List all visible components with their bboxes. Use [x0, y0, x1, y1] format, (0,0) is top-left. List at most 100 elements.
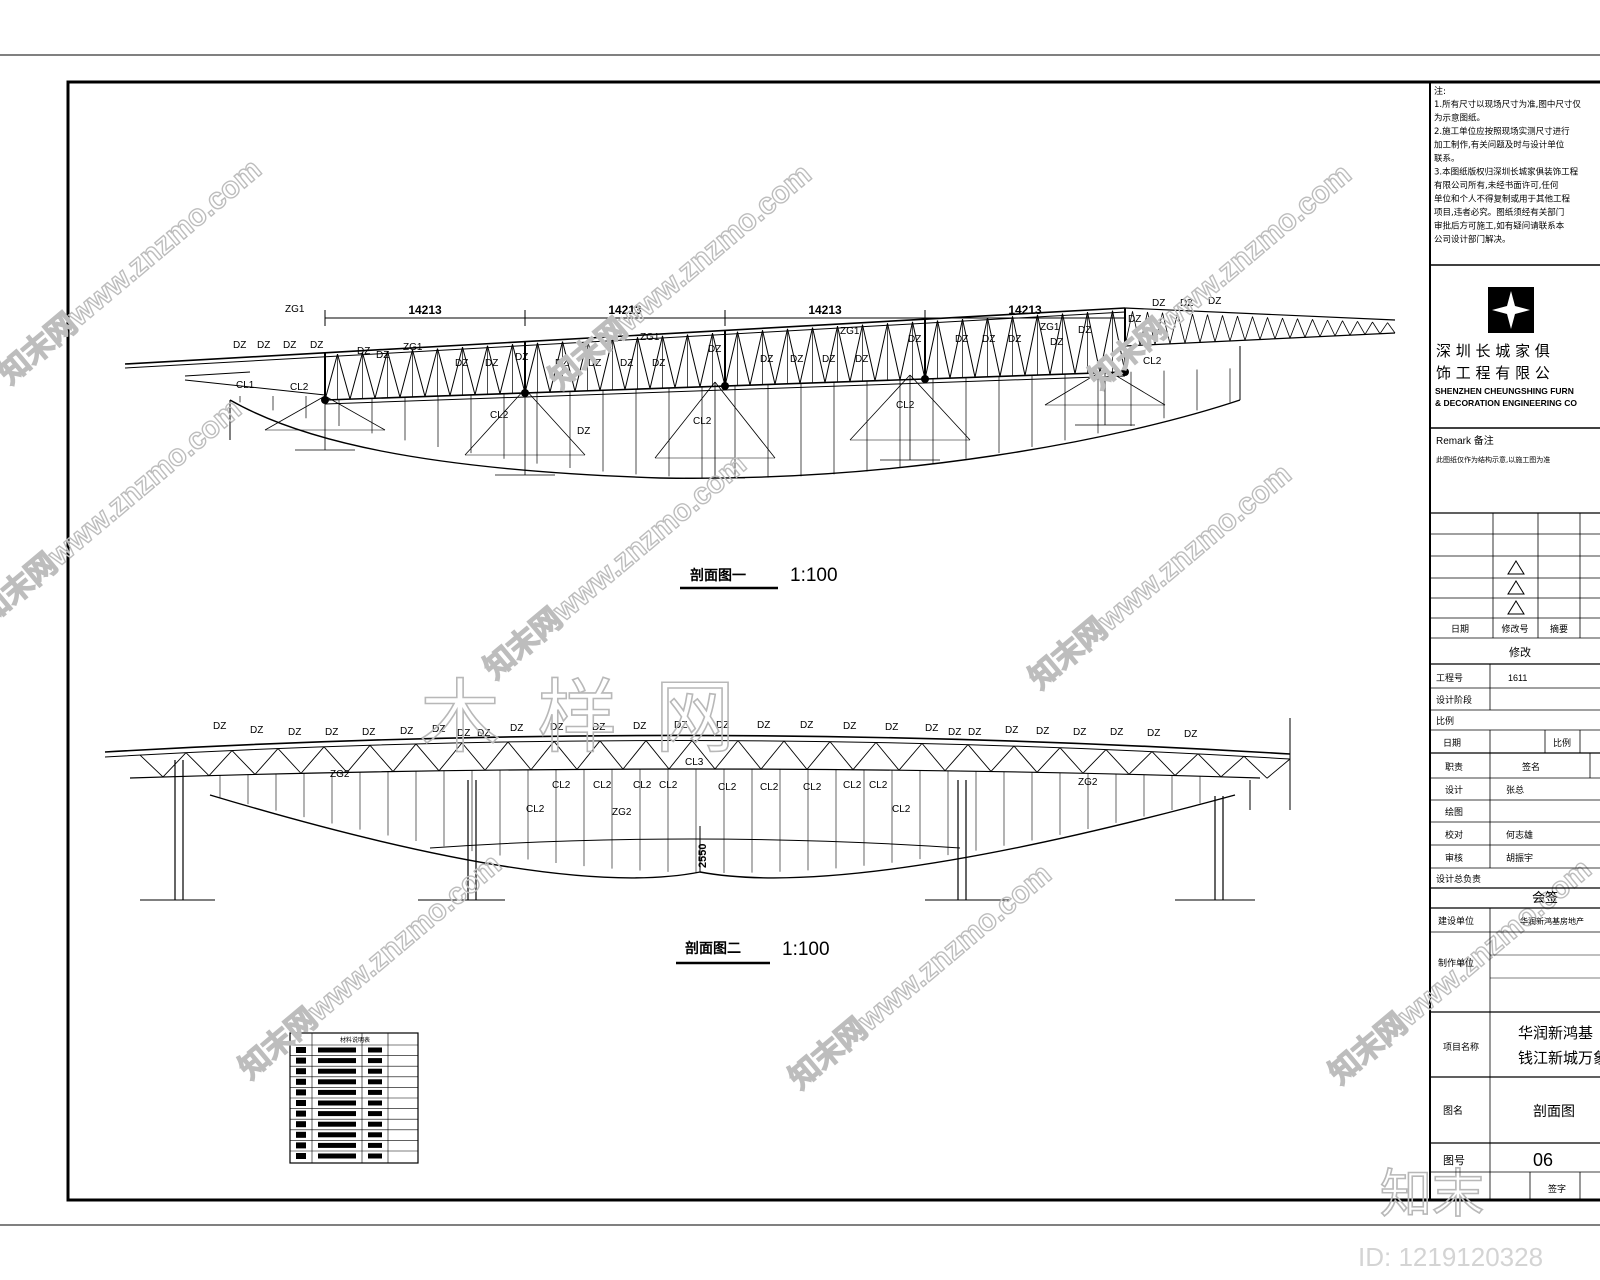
arch-diagonal: [323, 746, 348, 773]
truss-diagonal: [924, 320, 938, 380]
member-label-dz: DZ: [1008, 334, 1021, 345]
member-label-dz: DZ: [1110, 727, 1123, 738]
truss-diagonal: [962, 318, 976, 378]
notes-line: 加工制作,有关问题及时与设计单位: [1434, 140, 1565, 151]
member-label-cl2: CL2: [718, 782, 737, 793]
member-label-zg2: ZG2: [612, 807, 632, 818]
truss-diagonal: [699, 332, 713, 387]
member-label-cl2: CL2: [1143, 356, 1162, 367]
arch-diagonal: [1174, 753, 1199, 776]
cantilever-diagonal: [1244, 316, 1253, 341]
notes-line: 公司设计部门解决。: [1434, 234, 1511, 245]
truss-diagonal: [474, 345, 488, 395]
cantilever-diagonal: [1372, 321, 1381, 334]
arch-diagonal: [484, 741, 509, 771]
member-label-dz: DZ: [325, 727, 338, 738]
revision-title: 修改: [1509, 645, 1531, 659]
notes-text: 1.所有尺寸以现场尺寸为准,图中尺寸仅为示意图纸。2.施工单位应按照现场实测尺寸…: [1434, 99, 1581, 245]
member-label-dz: DZ: [982, 334, 995, 345]
member-label-dz: DZ: [908, 334, 921, 345]
arch-diagonal: [507, 741, 532, 771]
date-label: 日期: [1443, 738, 1461, 749]
brace-line: [524, 388, 586, 456]
arch-diagonal: [139, 754, 164, 778]
revision-table: 日期 修改号 摘要 修改: [1430, 513, 1600, 665]
legend-spec-cell: [368, 1121, 382, 1127]
brace-line: [1104, 368, 1166, 406]
arch-diagonal: [737, 740, 762, 770]
truss-diagonal: [349, 352, 363, 400]
member-label-cl2: CL2: [633, 780, 652, 791]
member-label-cl2: CL2: [803, 782, 822, 793]
watermark-text: 知末网www.znzmo.com: [783, 858, 1057, 1096]
cantilever-diagonal: [1282, 317, 1291, 339]
cantilever-diagonal: [1304, 319, 1313, 338]
truss-diagonal: [899, 321, 913, 380]
drawing-title-label: 图名: [1443, 1104, 1463, 1117]
member-label-dz: DZ: [633, 721, 646, 732]
truss-diagonal: [762, 330, 776, 385]
arch-diagonal: [1059, 747, 1084, 774]
cantilever-diagonal: [1192, 313, 1201, 343]
project-name: 钱江新城万象: [1518, 1049, 1600, 1067]
member-label-dz: DZ: [592, 722, 605, 733]
truss-diagonal: [812, 327, 826, 383]
arch-diagonal: [921, 743, 946, 772]
legend-table-rows: [290, 1033, 418, 1163]
truss-diagonal: [599, 338, 613, 391]
arch-diagonal: [1105, 749, 1130, 775]
legend-code-cell: [296, 1089, 306, 1096]
brace-line: [849, 374, 911, 441]
arch-diagonal: [254, 748, 279, 775]
company-name-en: SHENZHEN CHEUNGSHING FURN: [1435, 386, 1574, 396]
member-label-cl2: CL2: [526, 804, 545, 815]
cantilever-diagonal: [1387, 322, 1396, 334]
legend-code-cell: [296, 1057, 306, 1064]
dimension-label: 2550: [697, 844, 709, 868]
cantilever-diagonal: [1162, 312, 1171, 344]
cantilever-diagonal: [1379, 322, 1388, 334]
cantilever-diagonal: [1139, 311, 1148, 346]
arch-diagonal: [599, 740, 624, 770]
arch-diagonal: [1151, 751, 1176, 776]
cantilever-diagonal: [1147, 311, 1156, 345]
legend-spec-cell: [368, 1132, 382, 1138]
section-one-drawing: 14213 14213 14213 14213 ZG1 ZG1 ZG1 ZG1 …: [124, 296, 1396, 590]
member-label-dz: DZ: [1078, 325, 1091, 336]
arch-diagonal: [806, 741, 831, 770]
legend-spec-cell: [368, 1111, 382, 1117]
member-label-zg2: ZG2: [1078, 777, 1098, 788]
truss-diagonal: [1112, 310, 1126, 373]
scale-label: 比例: [1436, 715, 1454, 727]
legend-code-cell: [296, 1121, 306, 1128]
member-label-dz: DZ: [948, 727, 961, 738]
arch-diagonal: [369, 744, 394, 772]
arch-diagonal: [185, 752, 210, 776]
arch-diagonal: [668, 740, 693, 770]
member-label-dz: DZ: [213, 721, 226, 732]
company-name-cn: 深 圳 长 城 家 俱: [1436, 342, 1550, 360]
cantilever-diagonal: [1267, 317, 1276, 339]
truss-diagonal: [887, 323, 901, 380]
arch-diagonal: [277, 748, 302, 774]
builder-label: 制作单位: [1438, 957, 1474, 969]
brace-line: [464, 388, 526, 456]
member-label-dz: DZ: [1180, 298, 1193, 309]
arch-diagonal: [1243, 755, 1268, 779]
member-label-dz: DZ: [283, 340, 296, 351]
truss-diagonal: [1012, 316, 1026, 376]
cantilever-diagonal: [1364, 321, 1373, 335]
revision-desc-label: 摘要: [1550, 623, 1568, 635]
member-label-dz: DZ: [455, 358, 468, 369]
drawing-frame: [0, 54, 1600, 1226]
legend-spec-cell: [368, 1079, 382, 1085]
legend-desc-cell: [318, 1132, 356, 1138]
drawing-number-value: 06: [1533, 1150, 1553, 1170]
legend-code-cell: [296, 1047, 306, 1053]
truss-diagonal: [499, 344, 513, 394]
cantilever-diagonal: [1207, 314, 1216, 342]
arch-diagonal: [783, 740, 808, 770]
watermark-text: 知末网www.znzmo.com: [1083, 158, 1357, 396]
legend-desc-cell: [318, 1079, 356, 1085]
watermark-brand: 知末: [1380, 1165, 1484, 1225]
